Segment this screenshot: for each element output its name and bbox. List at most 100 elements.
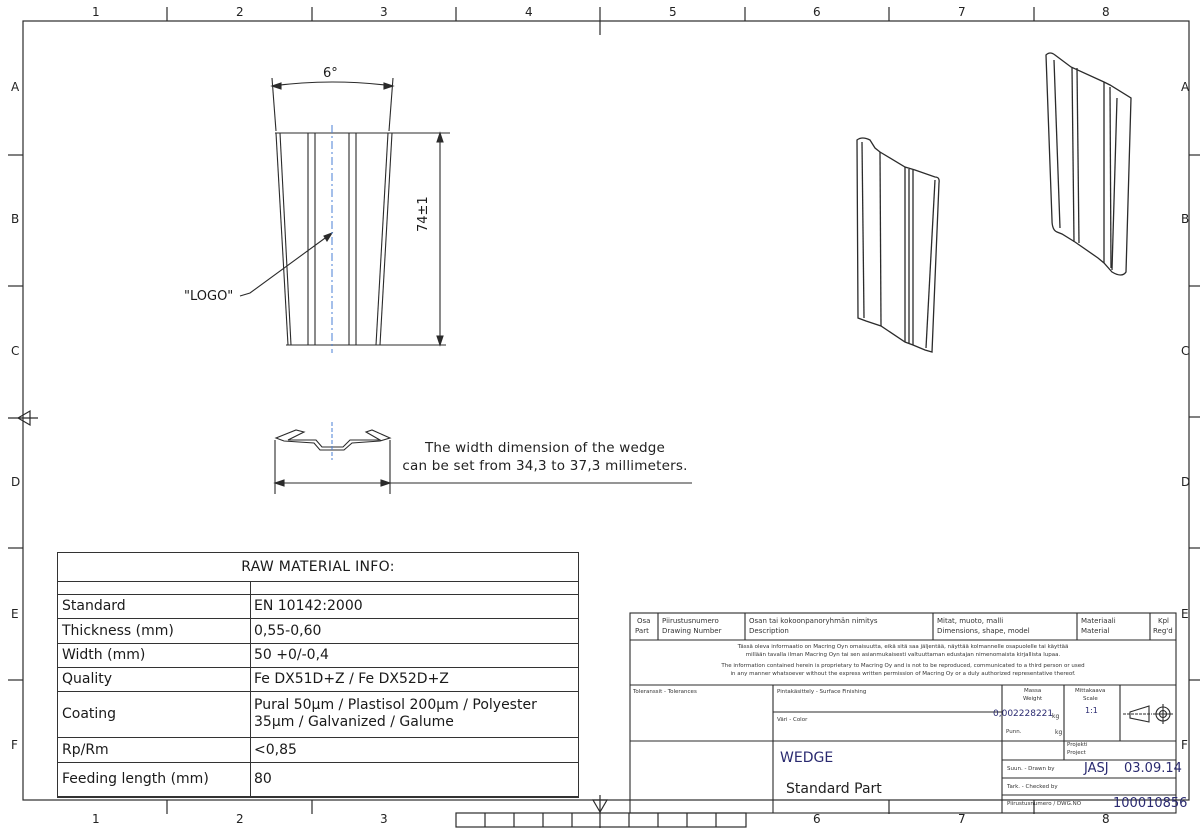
scale-bar bbox=[455, 812, 747, 828]
tb-osa: Osa bbox=[637, 617, 651, 625]
row-label-a-right: A bbox=[1181, 80, 1190, 94]
tb-weight-unit: kg bbox=[1052, 713, 1060, 720]
column-label-7-bottom: 7 bbox=[958, 812, 966, 826]
legal-fi-line-1: Tässä oleva informaatio on Macring Oyn o… bbox=[737, 644, 1069, 650]
row-label: Thickness (mm) bbox=[62, 623, 174, 639]
row-label-c-right: C bbox=[1181, 344, 1190, 358]
tb-punn-label: Punn. bbox=[1006, 729, 1022, 735]
tb-punn-unit: kg bbox=[1055, 729, 1063, 736]
title-block-lines bbox=[629, 612, 1177, 814]
row-label-f-right: F bbox=[1181, 738, 1188, 752]
column-label-1-bottom: 1 bbox=[92, 812, 100, 826]
tb-dwg-no-label: Piirustusnumero / DWG.NO bbox=[1007, 801, 1082, 807]
row-label-c: C bbox=[11, 344, 20, 358]
table-row: Feeding length (mm) 80 bbox=[58, 763, 578, 797]
tb-drawn-by-label: Suun. - Drawn by bbox=[1007, 766, 1055, 772]
projection-symbol bbox=[1123, 704, 1173, 724]
row-value: 80 bbox=[254, 771, 272, 787]
row-label: Coating bbox=[62, 706, 117, 722]
front-view bbox=[239, 77, 450, 347]
row-label: Quality bbox=[62, 671, 113, 687]
legal-en-line-1: The information contained herein is prop… bbox=[721, 663, 1085, 669]
row-value-line-2: 35µm / Galvanized / Galume bbox=[254, 714, 454, 730]
column-label-7: 7 bbox=[958, 5, 966, 19]
tb-dimensions: Dimensions, shape, model bbox=[937, 627, 1030, 635]
row-label: Feeding length (mm) bbox=[62, 771, 209, 787]
tb-scale-value: 1:1 bbox=[1085, 706, 1098, 715]
isometric-view-1 bbox=[856, 137, 940, 353]
table-row: Standard EN 10142:2000 bbox=[58, 595, 578, 619]
raw-material-title: RAW MATERIAL INFO: bbox=[58, 553, 578, 582]
table-row: Rp/Rm <0,85 bbox=[58, 738, 578, 763]
tb-project: Project bbox=[1067, 750, 1086, 756]
angle-dimension: 6° bbox=[323, 66, 338, 81]
tb-weight-value: 0,002228221 bbox=[993, 709, 1054, 719]
table-row: Quality Fe DX51D+Z / Fe DX52D+Z bbox=[58, 668, 578, 692]
column-label-3: 3 bbox=[380, 5, 388, 19]
row-value: Fe DX51D+Z / Fe DX52D+Z bbox=[254, 671, 449, 687]
tb-osan-nimitys: Osan tai kokoonpanoryhmän nimitys bbox=[749, 617, 878, 625]
row-label: Standard bbox=[62, 598, 126, 614]
column-label-2: 2 bbox=[236, 5, 244, 19]
tb-tolerances: Toleranssit - Tolerances bbox=[633, 689, 697, 695]
row-label-b: B bbox=[11, 212, 20, 226]
tb-checked-by-label: Tark. - Checked by bbox=[1007, 784, 1058, 790]
row-label: Rp/Rm bbox=[62, 742, 109, 758]
row-label-f: F bbox=[11, 738, 18, 752]
raw-material-column-divider bbox=[250, 581, 251, 797]
row-label-b-right: B bbox=[1181, 212, 1190, 226]
row-label-d-right: D bbox=[1181, 475, 1191, 489]
tb-description: Description bbox=[749, 627, 789, 635]
tb-mass-label: Massa bbox=[1024, 688, 1042, 694]
centering-mark-left bbox=[8, 409, 38, 427]
legal-en-line-2: in any manner whatsoever without the exp… bbox=[730, 671, 1076, 677]
column-label-8: 8 bbox=[1102, 5, 1110, 19]
part-name: WEDGE bbox=[780, 750, 834, 766]
row-value: Pural 50µm / Plastisol 200µm / Polyester bbox=[254, 697, 537, 713]
centering-mark-bottom bbox=[591, 795, 609, 828]
tb-materiaali: Materiaali bbox=[1081, 617, 1116, 625]
tb-legal-notice: Tässä oleva informaatio on Macring Oyn o… bbox=[632, 643, 1174, 678]
row-label-e-right: E bbox=[1181, 607, 1189, 621]
column-label-5: 5 bbox=[669, 5, 677, 19]
tb-project-fi: Projekti bbox=[1067, 742, 1088, 748]
tb-material: Material bbox=[1081, 627, 1110, 635]
column-label-6-bottom: 6 bbox=[813, 812, 821, 826]
row-label-a: A bbox=[11, 80, 20, 94]
width-note: The width dimension of the wedge can be … bbox=[392, 440, 698, 474]
raw-material-table: RAW MATERIAL INFO: Standard EN 10142:200… bbox=[57, 552, 579, 798]
tb-scale-label-fi: Mittakaava bbox=[1075, 688, 1106, 694]
column-label-4: 4 bbox=[525, 5, 533, 19]
table-row: Coating Pural 50µm / Plastisol 200µm / P… bbox=[58, 692, 578, 738]
logo-callout: "LOGO" bbox=[184, 289, 234, 304]
tb-drawn-date: 03.09.14 bbox=[1124, 761, 1182, 776]
row-label-d: D bbox=[11, 475, 21, 489]
tb-kpl: Kpl bbox=[1158, 617, 1169, 625]
raw-material-spacer-row bbox=[58, 581, 578, 595]
column-label-6: 6 bbox=[813, 5, 821, 19]
tb-part: Part bbox=[635, 627, 649, 635]
table-row: Width (mm) 50 +0/-0,4 bbox=[58, 644, 578, 668]
column-label-8-bottom: 8 bbox=[1102, 812, 1110, 826]
table-row: Thickness (mm) 0,55-0,60 bbox=[58, 619, 578, 644]
tb-dwg-no: 100010856 bbox=[1113, 796, 1188, 811]
column-label-2-bottom: 2 bbox=[236, 812, 244, 826]
row-value: <0,85 bbox=[254, 742, 297, 758]
row-value: 50 +0/-0,4 bbox=[254, 647, 329, 663]
column-label-3-bottom: 3 bbox=[380, 812, 388, 826]
tb-piirustusnumero: Piirustusnumero bbox=[662, 617, 719, 625]
tb-scale-label: Scale bbox=[1083, 696, 1098, 702]
row-value: 0,55-0,60 bbox=[254, 623, 322, 639]
height-dimension: 74±1 bbox=[416, 196, 431, 232]
part-type: Standard Part bbox=[786, 781, 882, 797]
isometric-view-2 bbox=[1045, 52, 1132, 276]
section-view bbox=[273, 429, 692, 494]
row-value: EN 10142:2000 bbox=[254, 598, 363, 614]
tb-reqd: Reg'd bbox=[1153, 627, 1173, 635]
tb-surface-finishing: Pintakäsittely - Surface Finishing bbox=[777, 689, 867, 695]
column-label-1: 1 bbox=[92, 5, 100, 19]
legal-fi-line-2: millään tavalla ilman Macring Oyn tai se… bbox=[745, 652, 1061, 658]
width-note-line-2: can be set from 34,3 to 37,3 millimeters… bbox=[402, 458, 688, 474]
width-note-line-1: The width dimension of the wedge bbox=[424, 440, 666, 456]
